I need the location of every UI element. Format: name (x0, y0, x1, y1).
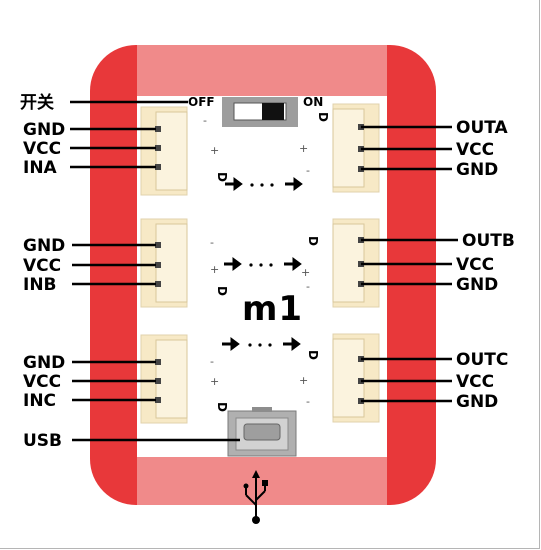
label-vcc-a: VCC (23, 139, 61, 159)
switch-knob[interactable] (262, 103, 284, 120)
power-switch[interactable] (222, 97, 298, 127)
label-outa: OUTA (456, 118, 509, 138)
signal-arrows (222, 177, 303, 351)
label-gnd-out-c: GND (456, 392, 498, 412)
pin-marks-right: D + - D + - D + - (299, 112, 330, 408)
label-outb: OUTB (462, 231, 515, 251)
leader-lines-left (70, 100, 240, 442)
pin-mark-d: D (306, 350, 320, 360)
switch-label: 开关 (20, 92, 54, 113)
label-inb: INB (23, 275, 57, 295)
module-name: m1 (242, 289, 303, 329)
pin-mark-plus: + (210, 263, 219, 276)
label-usb: USB (23, 431, 62, 451)
label-vcc-out-a: VCC (456, 140, 494, 160)
pin-mark-d: D (215, 286, 229, 296)
label-inc: INC (23, 391, 56, 411)
label-ina: INA (23, 158, 58, 178)
connector-left-c (140, 334, 188, 424)
label-vcc-b: VCC (23, 256, 61, 276)
pin-mark-dash: - (306, 395, 310, 408)
label-gnd-c: GND (23, 353, 65, 373)
label-vcc-c: VCC (23, 372, 61, 392)
signal-arrow-a (225, 177, 303, 191)
pin-mark-d: D (306, 236, 320, 246)
pin-mark-d: D (215, 402, 229, 412)
pin-mark-d: D (215, 172, 229, 182)
pin-mark-dash: - (210, 236, 214, 249)
signal-arrow-b (224, 257, 302, 271)
pin-mark-plus: + (299, 142, 308, 155)
label-vcc-out-b: VCC (456, 255, 494, 275)
switch-off-label: OFF (188, 95, 215, 109)
label-gnd-out-b: GND (456, 275, 498, 295)
pin-mark-dash: - (306, 164, 310, 177)
pin-mark-plus: + (210, 375, 219, 388)
pin-mark-d: D (316, 112, 330, 122)
connector-left-b (140, 218, 188, 308)
label-vcc-out-c: VCC (456, 372, 494, 392)
usb-icon (243, 470, 268, 524)
pin-mark-plus: + (299, 374, 308, 387)
pin-marks-left: - + D - + D - + D (203, 114, 229, 412)
label-gnd-out-a: GND (456, 160, 498, 180)
label-gnd-b: GND (23, 236, 65, 256)
label-gnd-a: GND (23, 120, 65, 140)
pin-mark-plus: + (210, 144, 219, 157)
pin-mark-dash: - (210, 355, 214, 368)
pin-mark-plus: + (301, 266, 310, 279)
label-outc: OUTC (456, 350, 508, 370)
pin-mark-dash: - (203, 114, 207, 127)
connector-right-c (332, 333, 380, 423)
leader-lines-right (361, 125, 458, 403)
micro-usb-port[interactable] (227, 407, 297, 457)
signal-arrow-c (222, 337, 301, 351)
connector-left-a (140, 106, 188, 196)
pin-mark-dash: - (306, 280, 310, 293)
left-connectors (140, 106, 188, 424)
switch-on-label: ON (303, 95, 323, 109)
